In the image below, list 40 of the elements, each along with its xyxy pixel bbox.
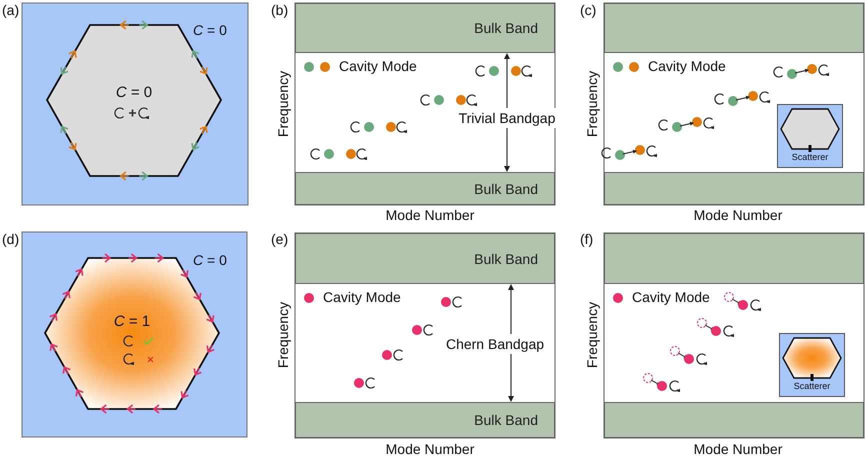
band-label: Bulk Band xyxy=(474,250,538,266)
chern-number: C = 0 xyxy=(193,252,227,268)
bulk-band xyxy=(295,172,555,205)
inset-panel xyxy=(777,104,843,168)
panel-letter: (d) xyxy=(2,231,20,247)
band-label: Bulk Band xyxy=(474,20,538,36)
chern-number: C = 0 xyxy=(114,84,154,101)
bulk-band xyxy=(604,402,864,438)
bulk-band xyxy=(604,233,864,284)
band-label: Bulk Band xyxy=(474,180,538,196)
axis-title: Mode Number xyxy=(694,207,782,223)
panel-letter: (e) xyxy=(271,231,288,247)
legend-label: Cavity Mode xyxy=(648,58,726,74)
panel-letter: (a) xyxy=(2,2,20,18)
legend-label: Cavity Mode xyxy=(632,289,710,305)
chern-number: C = 0 xyxy=(193,22,227,38)
bulk-band xyxy=(604,3,864,53)
legend-label: Cavity Mode xyxy=(339,58,417,74)
axis-title: Frequency xyxy=(275,70,291,138)
axis-title: Mode Number xyxy=(386,207,474,223)
inset-caption: Scatterer xyxy=(792,381,832,391)
axis-title: Frequency xyxy=(584,70,600,138)
chern-number: C = 1 xyxy=(112,313,152,330)
edge-label: Trivial Bandgap xyxy=(458,108,556,128)
legend-label: Cavity Mode xyxy=(323,289,401,305)
panel-letter: (f) xyxy=(580,231,594,247)
inset-caption: Scatterer xyxy=(790,152,830,162)
bulk-band xyxy=(295,402,555,438)
bulk-band xyxy=(295,3,555,53)
panel-letter: (c) xyxy=(580,2,596,18)
axis-title: Frequency xyxy=(584,302,600,368)
band-label: Bulk Band xyxy=(474,412,538,428)
axis-title: Frequency xyxy=(275,302,291,368)
inset-panel xyxy=(779,333,845,397)
bulk-band xyxy=(295,233,555,284)
edge-label: Chern Bandgap xyxy=(446,334,544,354)
bulk-band xyxy=(604,172,864,205)
axis-title: Mode Number xyxy=(386,441,474,457)
panel-letter: (b) xyxy=(271,2,288,18)
axis-title: Mode Number xyxy=(694,441,782,457)
